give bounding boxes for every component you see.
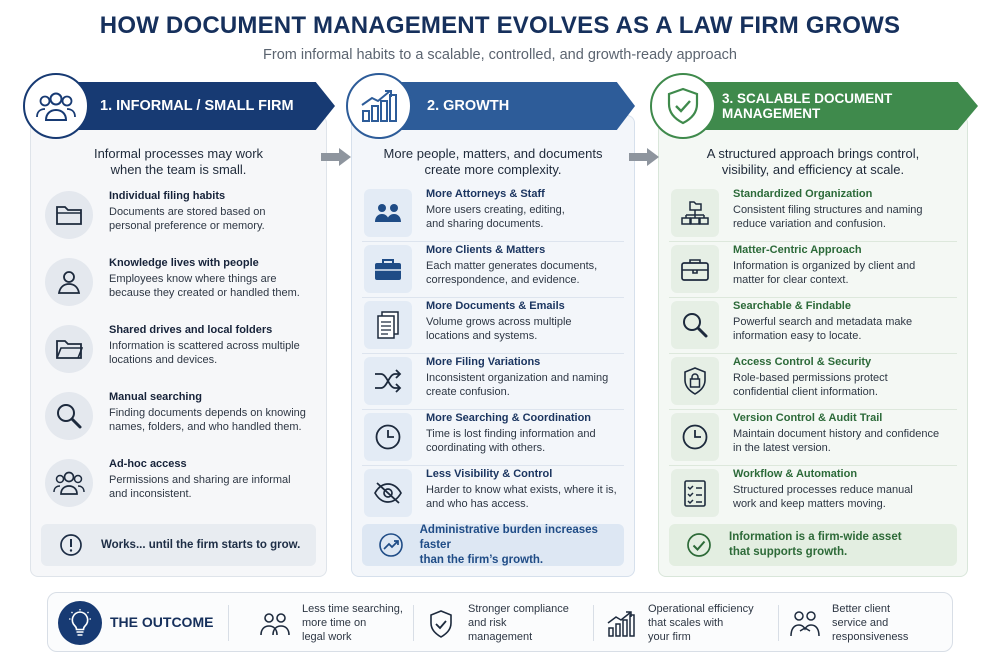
list-item: Access Control & Security Role-based per… bbox=[669, 354, 957, 410]
documents-icon bbox=[364, 301, 412, 349]
divider bbox=[593, 605, 594, 641]
column-intro: Informal processes may work when the tea… bbox=[93, 146, 264, 177]
people-icon bbox=[45, 459, 93, 507]
growth-chart-icon bbox=[346, 73, 412, 139]
growth-chart-icon bbox=[604, 607, 638, 641]
list-item: Knowledge lives with people Employees kn… bbox=[41, 255, 316, 311]
column-informal: Informal processes may work when the tea… bbox=[30, 115, 327, 577]
list-item: Searchable & Findable Powerful search an… bbox=[669, 298, 957, 354]
clock-icon bbox=[671, 413, 719, 461]
list-item: More Clients & Matters Each matter gener… bbox=[362, 242, 624, 298]
people-icon bbox=[23, 73, 89, 139]
stage-banner-scalable: 3. SCALABLE DOCUMENT MANAGEMENT bbox=[690, 82, 978, 130]
arrow-right-icon bbox=[321, 148, 351, 166]
list-item: Standardized Organization Consistent fil… bbox=[669, 186, 957, 242]
person-icon bbox=[45, 258, 93, 306]
list-item: More Searching & Coordination Time is lo… bbox=[362, 410, 624, 466]
outcome-label: THE OUTCOME bbox=[110, 614, 214, 630]
page-title: HOW DOCUMENT MANAGEMENT EVOLVES AS A LAW… bbox=[99, 12, 901, 39]
clock-icon bbox=[364, 413, 412, 461]
column-footer: Works... until the firm starts to grow. bbox=[41, 524, 316, 566]
folder-icon bbox=[45, 325, 93, 373]
alert-icon bbox=[41, 533, 101, 557]
stage-banner-growth: 2. GROWTH bbox=[375, 82, 635, 130]
column-scalable: A structured approach brings control, vi… bbox=[658, 115, 968, 577]
lightbulb-icon bbox=[58, 601, 102, 645]
list-item: Manual searching Finding documents depen… bbox=[41, 389, 316, 445]
column-intro: More people, matters, and documents crea… bbox=[383, 146, 603, 177]
arrow-right-icon bbox=[629, 148, 659, 166]
list-item: Individual filing habits Documents are s… bbox=[41, 188, 316, 244]
divider bbox=[228, 605, 229, 641]
briefcase-icon bbox=[671, 245, 719, 293]
people-icon bbox=[258, 607, 292, 641]
list-item: Workflow & Automation Structured process… bbox=[669, 466, 957, 522]
list-item: Ad-hoc access Permissions and sharing ar… bbox=[41, 456, 316, 512]
list-item: More Filing Variations Inconsistent orga… bbox=[362, 354, 624, 410]
shuffle-icon bbox=[364, 357, 412, 405]
lock-icon bbox=[671, 357, 719, 405]
divider bbox=[778, 605, 779, 641]
search-icon bbox=[671, 301, 719, 349]
handshake-icon bbox=[788, 607, 822, 641]
list-item: Matter-Centric Approach Information is o… bbox=[669, 242, 957, 298]
divider bbox=[413, 605, 414, 641]
shield-check-icon bbox=[424, 607, 458, 641]
briefcase-icon bbox=[364, 245, 412, 293]
trend-up-icon bbox=[362, 532, 420, 558]
list-item: Version Control & Audit Trail Maintain d… bbox=[669, 410, 957, 466]
check-circle-icon bbox=[669, 532, 729, 558]
eye-off-icon bbox=[364, 469, 412, 517]
list-item: More Attorneys & Staff More users creati… bbox=[362, 186, 624, 242]
page-subtitle: From informal habits to a scalable, cont… bbox=[263, 47, 737, 63]
folder-icon bbox=[45, 191, 93, 239]
list-item: Less Visibility & Control Harder to know… bbox=[362, 466, 624, 522]
list-item: Shared drives and local folders Informat… bbox=[41, 322, 316, 378]
list-item: More Documents & Emails Volume grows acr… bbox=[362, 298, 624, 354]
hierarchy-icon bbox=[671, 189, 719, 237]
outcome-bar: THE OUTCOME Less time searching,more tim… bbox=[47, 592, 953, 652]
search-icon bbox=[45, 392, 93, 440]
column-intro: A structured approach brings control, vi… bbox=[706, 146, 920, 177]
people-icon bbox=[364, 189, 412, 237]
column-growth: More people, matters, and documents crea… bbox=[351, 115, 635, 577]
shield-check-icon bbox=[650, 73, 716, 139]
stage-banner-informal: 1. INFORMAL / SMALL FIRM bbox=[60, 82, 335, 130]
checklist-icon bbox=[671, 469, 719, 517]
